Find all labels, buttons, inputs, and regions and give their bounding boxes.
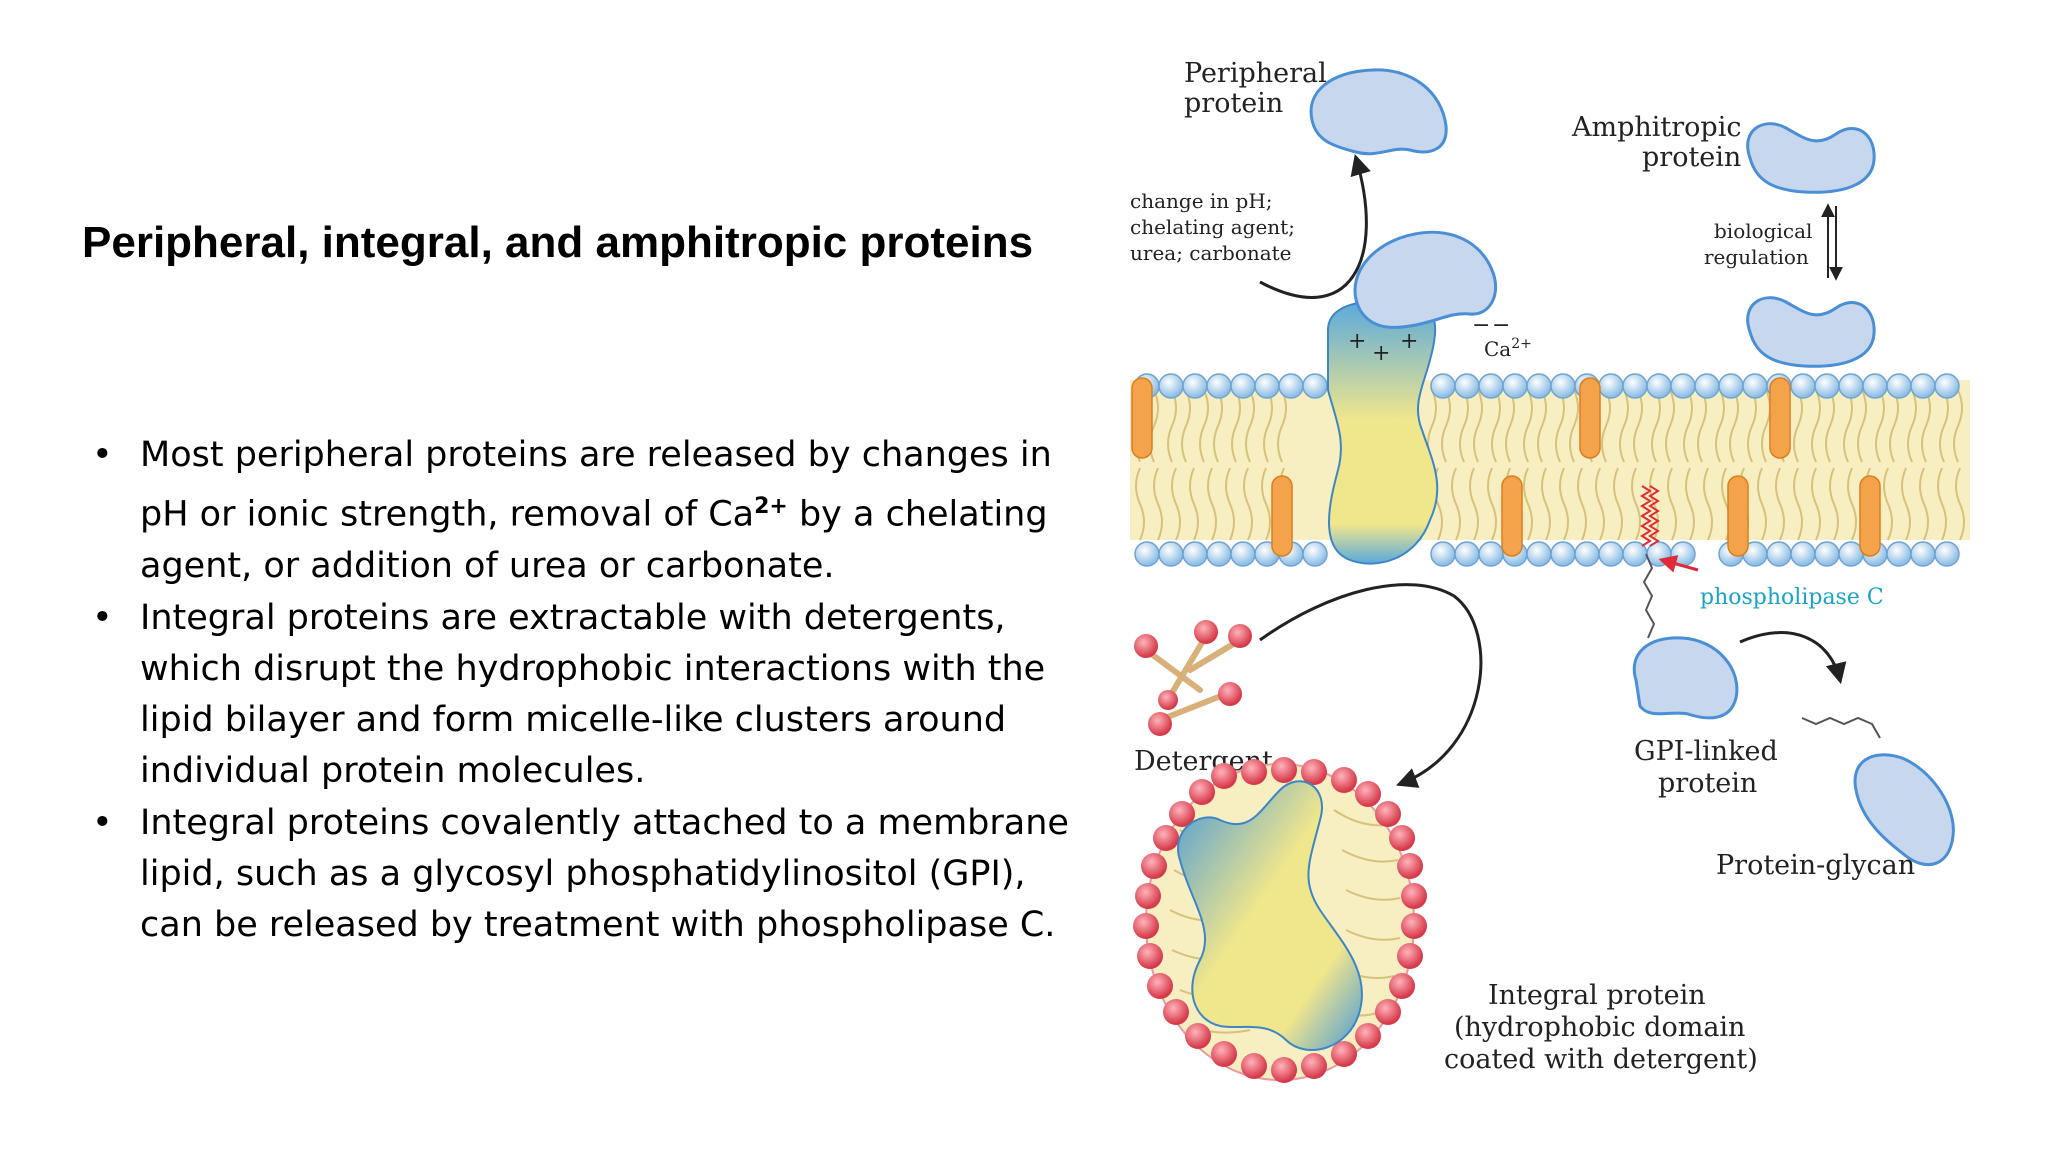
minus-sign: − [1492,313,1510,338]
bullet-marker: • [92,597,113,638]
bullet-text: by a chelating agent, or addition of ure… [140,494,1048,587]
detergent-molecules [1134,620,1252,736]
detergent-micelle [1133,757,1427,1083]
label-release-conditions: chelating agent; [1130,215,1295,239]
label-amphitropic: protein [1642,142,1741,173]
label-peripheral: Peripheral [1184,58,1327,89]
label-peripheral: protein [1184,88,1283,119]
minus-sign: − [1472,313,1490,338]
amphitropic-protein-free [1746,122,1876,194]
gpi-glycan-chain [1642,553,1656,639]
phospholipase-arrow [1658,555,1699,573]
bullet-item: • Most peripheral proteins are released … [90,430,1080,593]
charge-markers-integral: + + + [1348,329,1418,366]
lipid-bilayer [1130,373,1970,567]
bullet-text: Integral proteins are extractable with d… [140,597,1046,792]
plus-sign: + [1400,329,1418,354]
detergent-arrow [1259,583,1483,788]
bullet-item: • Integral proteins covalently attached … [90,798,1080,952]
glycan-release-arrow [1739,631,1847,685]
peripheral-protein-bound [1353,230,1498,329]
slide-title: Peripheral, integral, and amphitropic pr… [82,218,1034,267]
bullet-marker: • [92,802,113,843]
integral-protein-micelle [1177,780,1363,1051]
release-arrow [1259,153,1371,299]
label-integral: Integral protein [1488,980,1706,1011]
label-release-conditions: change in pH; [1130,189,1273,213]
protein-glycan [1853,753,1955,866]
sterol-molecules [1131,377,1881,557]
bullet-list: • Most peripheral proteins are released … [90,430,1080,952]
label-integral: (hydrophobic domain [1454,1012,1745,1043]
label-gpi: GPI-linked [1634,736,1778,767]
bullet-marker: • [92,435,113,475]
amphitropic-protein-bound [1746,296,1876,368]
lipid-heads-bottom [1134,541,1960,567]
plus-sign: + [1348,329,1366,354]
calcium-label: Ca2+ [1484,336,1532,361]
superscript-charge: 2+ [754,494,788,520]
label-gpi: protein [1658,768,1757,799]
lipid-heads-top [1134,373,1960,399]
membrane-protein-diagram: + + + − − Ca2+ Peripheral protein change… [1130,58,1970,1083]
plus-sign: + [1372,341,1390,366]
label-phospholipase: phospholipase C [1700,585,1884,610]
bullet-item: • Integral proteins are extractable with… [90,593,1080,798]
protein-glycan-chain [1801,716,1881,739]
label-regulation: regulation [1704,245,1809,269]
peripheral-protein-released [1309,68,1448,156]
bullet-text: Integral proteins covalently attached to… [140,802,1069,946]
lipid-tails [1135,389,1965,541]
label-regulation: biological [1714,219,1812,243]
gpi-linked-protein [1632,636,1739,720]
gpi-anchor-zigzag [1640,485,1660,547]
label-protein-glycan: Protein-glycan [1716,850,1915,881]
label-release-conditions: urea; carbonate [1130,241,1292,265]
label-integral: coated with detergent) [1444,1044,1758,1075]
bullet-text: Most peripheral proteins are released by… [140,435,1052,535]
label-amphitropic: Amphitropic [1571,112,1741,143]
